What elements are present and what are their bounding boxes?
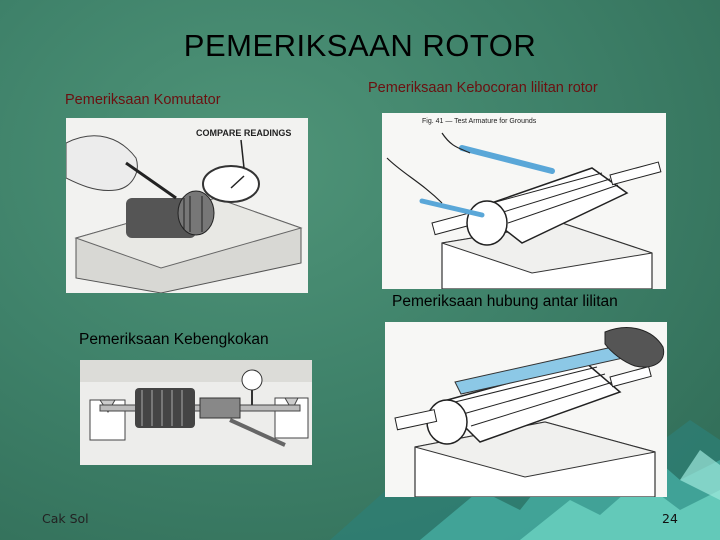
author-footer: Cak Sol (42, 511, 89, 526)
slide-title: PEMERIKSAAN ROTOR (183, 28, 537, 63)
commutator-label: Pemeriksaan Komutator (65, 92, 221, 108)
leakage-photo-caption: Fig. 41 — Test Armature for Grounds (422, 118, 537, 125)
commutator-photo: COMPARE READINGS (66, 118, 308, 293)
short-photo (385, 322, 667, 497)
short-label: Pemeriksaan hubung antar lilitan (392, 293, 618, 310)
page-number: 24 (662, 511, 678, 526)
bend-label: Pemeriksaan Kebengkokan (79, 331, 269, 348)
leakage-photo: Fig. 41 — Test Armature for Grounds (382, 113, 666, 289)
leakage-label: Pemeriksaan Kebocoran lilitan rotor (368, 80, 598, 96)
commutator-photo-caption: COMPARE READINGS (196, 128, 291, 138)
bend-photo (80, 360, 312, 465)
